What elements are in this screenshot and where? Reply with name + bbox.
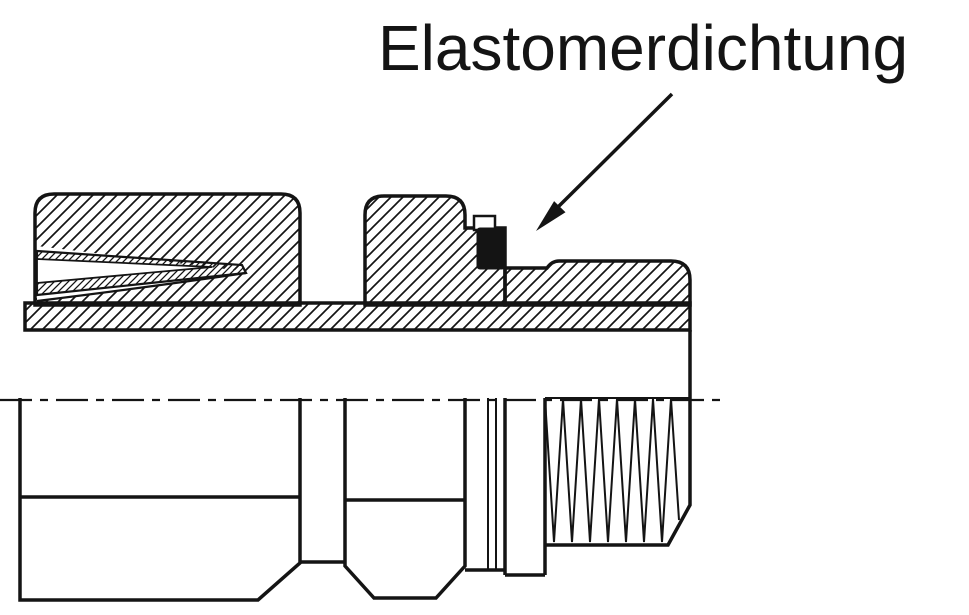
elastomer-seal [472,214,506,270]
body-shoulder-section [503,259,692,307]
body-hex-exterior [343,398,467,600]
thread-end-face [545,330,692,547]
seal-groove-edges [487,398,497,570]
union-nut-exterior [18,398,345,602]
body-wall-section [23,301,692,332]
exterior-outline-group [18,330,692,602]
seal-body [476,227,506,270]
collar-exterior [465,398,547,577]
leader-arrow-icon [536,92,674,231]
seal-label: Elastomerdichtung [378,12,908,84]
thread-zigzag [544,398,680,543]
detail-lines-group [487,397,690,570]
cross-section-group [23,192,692,332]
fitting-body-section [363,194,507,307]
cutting-ring-section [35,246,250,303]
